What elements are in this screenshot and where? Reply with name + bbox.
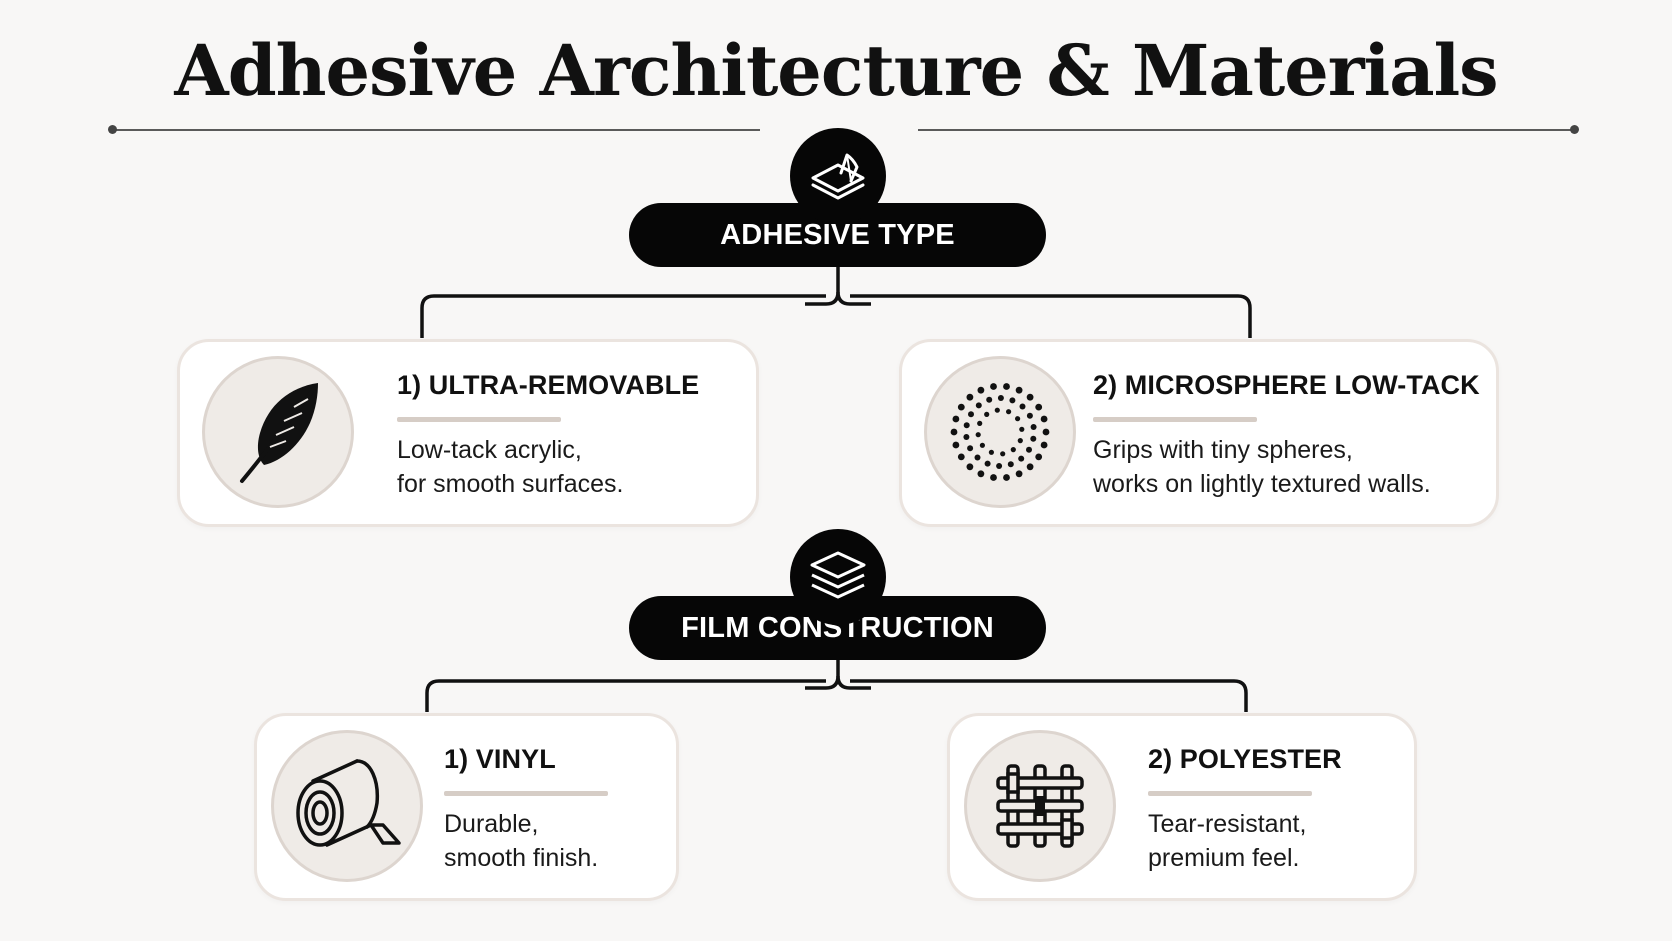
woven-mesh-icon: [996, 764, 1084, 848]
card-ultra-removable: 1) ULTRA-REMOVABLE Low-tack acrylic, for…: [177, 339, 759, 527]
description-line: premium feel.: [1148, 844, 1300, 872]
accent-bar: [1148, 791, 1312, 796]
adhesive-type-badge: [790, 128, 886, 224]
description-line: smooth finish.: [444, 844, 599, 872]
card-description: Grips with tiny spheres, works on lightl…: [1093, 433, 1431, 501]
page-title: Adhesive Architecture & Materials: [174, 29, 1498, 112]
description-line: Tear-resistant,: [1148, 810, 1307, 838]
peeling-sheet-icon: [811, 153, 865, 200]
accent-bar: [1093, 417, 1257, 422]
connector-adhesive-right: [850, 294, 1252, 338]
description-line: for smooth surfaces.: [397, 470, 624, 498]
connector-adhesive-left: [420, 294, 826, 338]
card-polyester: 2) POLYESTER Tear-resistant, premium fee…: [947, 713, 1417, 901]
card-description: Durable, smooth finish.: [444, 807, 598, 875]
card-vinyl: 1) VINYL Durable, smooth finish.: [254, 713, 679, 901]
icon-circle: [964, 730, 1116, 882]
accent-bar: [397, 417, 561, 422]
adhesive-type-header: ADHESIVE TYPE: [629, 203, 1046, 267]
card-microsphere-low-tack: 2) MICROSPHERE LOW-TACK Grips with tiny …: [899, 339, 1499, 527]
description-line: Durable,: [444, 810, 539, 838]
film-roll-icon: [296, 759, 401, 847]
divider-end-dot: [1570, 125, 1579, 134]
card-description: Tear-resistant, premium feel.: [1148, 807, 1306, 875]
connector-film-stem: [805, 660, 840, 690]
card-title: 2) MICROSPHERE LOW-TACK: [1093, 370, 1480, 400]
description-line: works on lightly textured walls.: [1093, 470, 1431, 498]
divider-end-dot: [108, 125, 117, 134]
stacked-layers-icon: [810, 551, 866, 599]
title-divider-right: [918, 129, 1574, 131]
description-line: Low-tack acrylic,: [397, 436, 582, 464]
icon-circle: [202, 356, 354, 508]
card-title: 1) VINYL: [444, 744, 556, 774]
description-line: Grips with tiny spheres,: [1093, 436, 1353, 464]
film-construction-badge: [790, 529, 886, 625]
title-divider-left: [112, 129, 760, 131]
connector-film-left: [425, 679, 826, 712]
accent-bar: [444, 791, 608, 796]
feather-icon: [240, 383, 318, 483]
connector-film-right: [850, 679, 1248, 712]
connector-adhesive-stem: [805, 267, 840, 306]
card-title: 2) POLYESTER: [1148, 744, 1342, 774]
icon-circle: [271, 730, 423, 882]
card-title: 1) ULTRA-REMOVABLE: [397, 370, 700, 400]
icon-circle: [924, 356, 1076, 508]
microsphere-dots-icon: [950, 383, 1050, 481]
card-description: Low-tack acrylic, for smooth surfaces.: [397, 433, 623, 501]
